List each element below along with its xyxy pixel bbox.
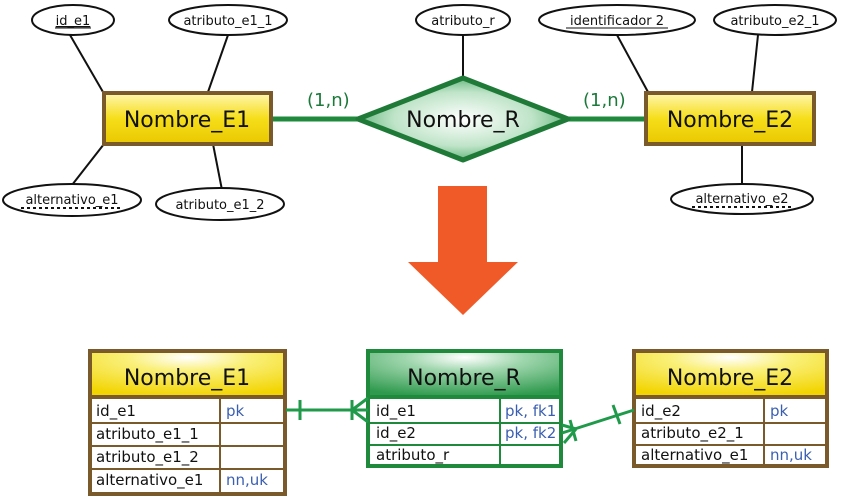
key-cell: pk, fk1 bbox=[505, 402, 556, 420]
table-cell: atributo_e1_2 bbox=[96, 448, 199, 467]
cardinality-right: (1,n) bbox=[583, 90, 626, 111]
svg-text:Nombre_E2: Nombre_E2 bbox=[667, 108, 793, 133]
entity-nombre-e2: Nombre_E2 bbox=[644, 91, 816, 146]
key-cell: nn,uk bbox=[226, 471, 268, 489]
relationship-nombre-r: Nombre_R bbox=[355, 75, 571, 163]
entity-nombre-e1: Nombre_E1 bbox=[102, 91, 273, 146]
table-cell: alternativo_e1 bbox=[641, 446, 748, 465]
table-cell: id_e2 bbox=[376, 424, 416, 443]
table-cell: id_e2 bbox=[641, 402, 681, 421]
svg-text:Nombre_R: Nombre_R bbox=[406, 108, 520, 133]
table-cell: id_e1 bbox=[376, 402, 416, 421]
attribute-connectors bbox=[69, 34, 759, 191]
attribute-atributo-e1-1: atributo_e1_1 bbox=[168, 4, 288, 36]
attribute-id-e1: id_e1 bbox=[31, 4, 115, 36]
attribute-atributo-e1-2: atributo_e1_2 bbox=[155, 187, 285, 221]
key-cell: nn,uk bbox=[770, 446, 812, 464]
svg-text:atributo_e1_1: atributo_e1_1 bbox=[183, 14, 272, 29]
attribute-atributo-e2-1: atributo_e2_1 bbox=[713, 4, 837, 36]
table-cell: atributo_r bbox=[376, 446, 450, 465]
svg-text:atributo_r: atributo_r bbox=[431, 14, 495, 29]
key-cell: pk, fk2 bbox=[505, 424, 556, 442]
cardinality-left: (1,n) bbox=[307, 90, 350, 111]
table-cell: atributo_e2_1 bbox=[641, 424, 744, 443]
table-title: Nombre_E1 bbox=[124, 366, 250, 391]
svg-text:atributo_e1_2: atributo_e1_2 bbox=[175, 198, 264, 213]
table-nombre-r: Nombre_R id_e1 pk, fk1 id_e2 pk, fk2 atr… bbox=[366, 349, 563, 468]
table-cell: atributo_e1_1 bbox=[96, 425, 199, 444]
fk-connector-e1-r bbox=[286, 396, 369, 424]
fk-connector-e2-r bbox=[561, 404, 635, 444]
svg-text:identificador 2: identificador 2 bbox=[570, 14, 664, 29]
table-title: Nombre_R bbox=[407, 366, 521, 391]
svg-text:Nombre_E1: Nombre_E1 bbox=[124, 108, 250, 133]
down-arrow-icon bbox=[408, 186, 518, 315]
table-title: Nombre_E2 bbox=[667, 366, 793, 391]
attribute-alternativo-e1: alternativo_e1 bbox=[2, 183, 142, 217]
table-nombre-e1: Nombre_E1 id_e1 pk atributo_e1_1 atribut… bbox=[88, 349, 287, 496]
key-cell: pk bbox=[770, 402, 789, 420]
attribute-alternativo-e2: alternativo_e2 bbox=[670, 183, 814, 215]
table-cell: id_e1 bbox=[96, 402, 136, 421]
table-cell: alternativo_e1 bbox=[96, 471, 203, 490]
svg-text:alternativo_e2: alternativo_e2 bbox=[695, 192, 788, 207]
attribute-identificador-2: identificador 2 bbox=[538, 4, 696, 36]
attribute-atributo-r: atributo_r bbox=[415, 4, 511, 36]
key-cell: pk bbox=[226, 402, 245, 420]
svg-text:atributo_e2_1: atributo_e2_1 bbox=[730, 14, 819, 29]
table-nombre-e2: Nombre_E2 id_e2 pk atributo_e2_1 alterna… bbox=[632, 349, 829, 468]
svg-text:id_e1: id_e1 bbox=[56, 14, 91, 29]
svg-text:alternativo_e1: alternativo_e1 bbox=[25, 193, 118, 208]
